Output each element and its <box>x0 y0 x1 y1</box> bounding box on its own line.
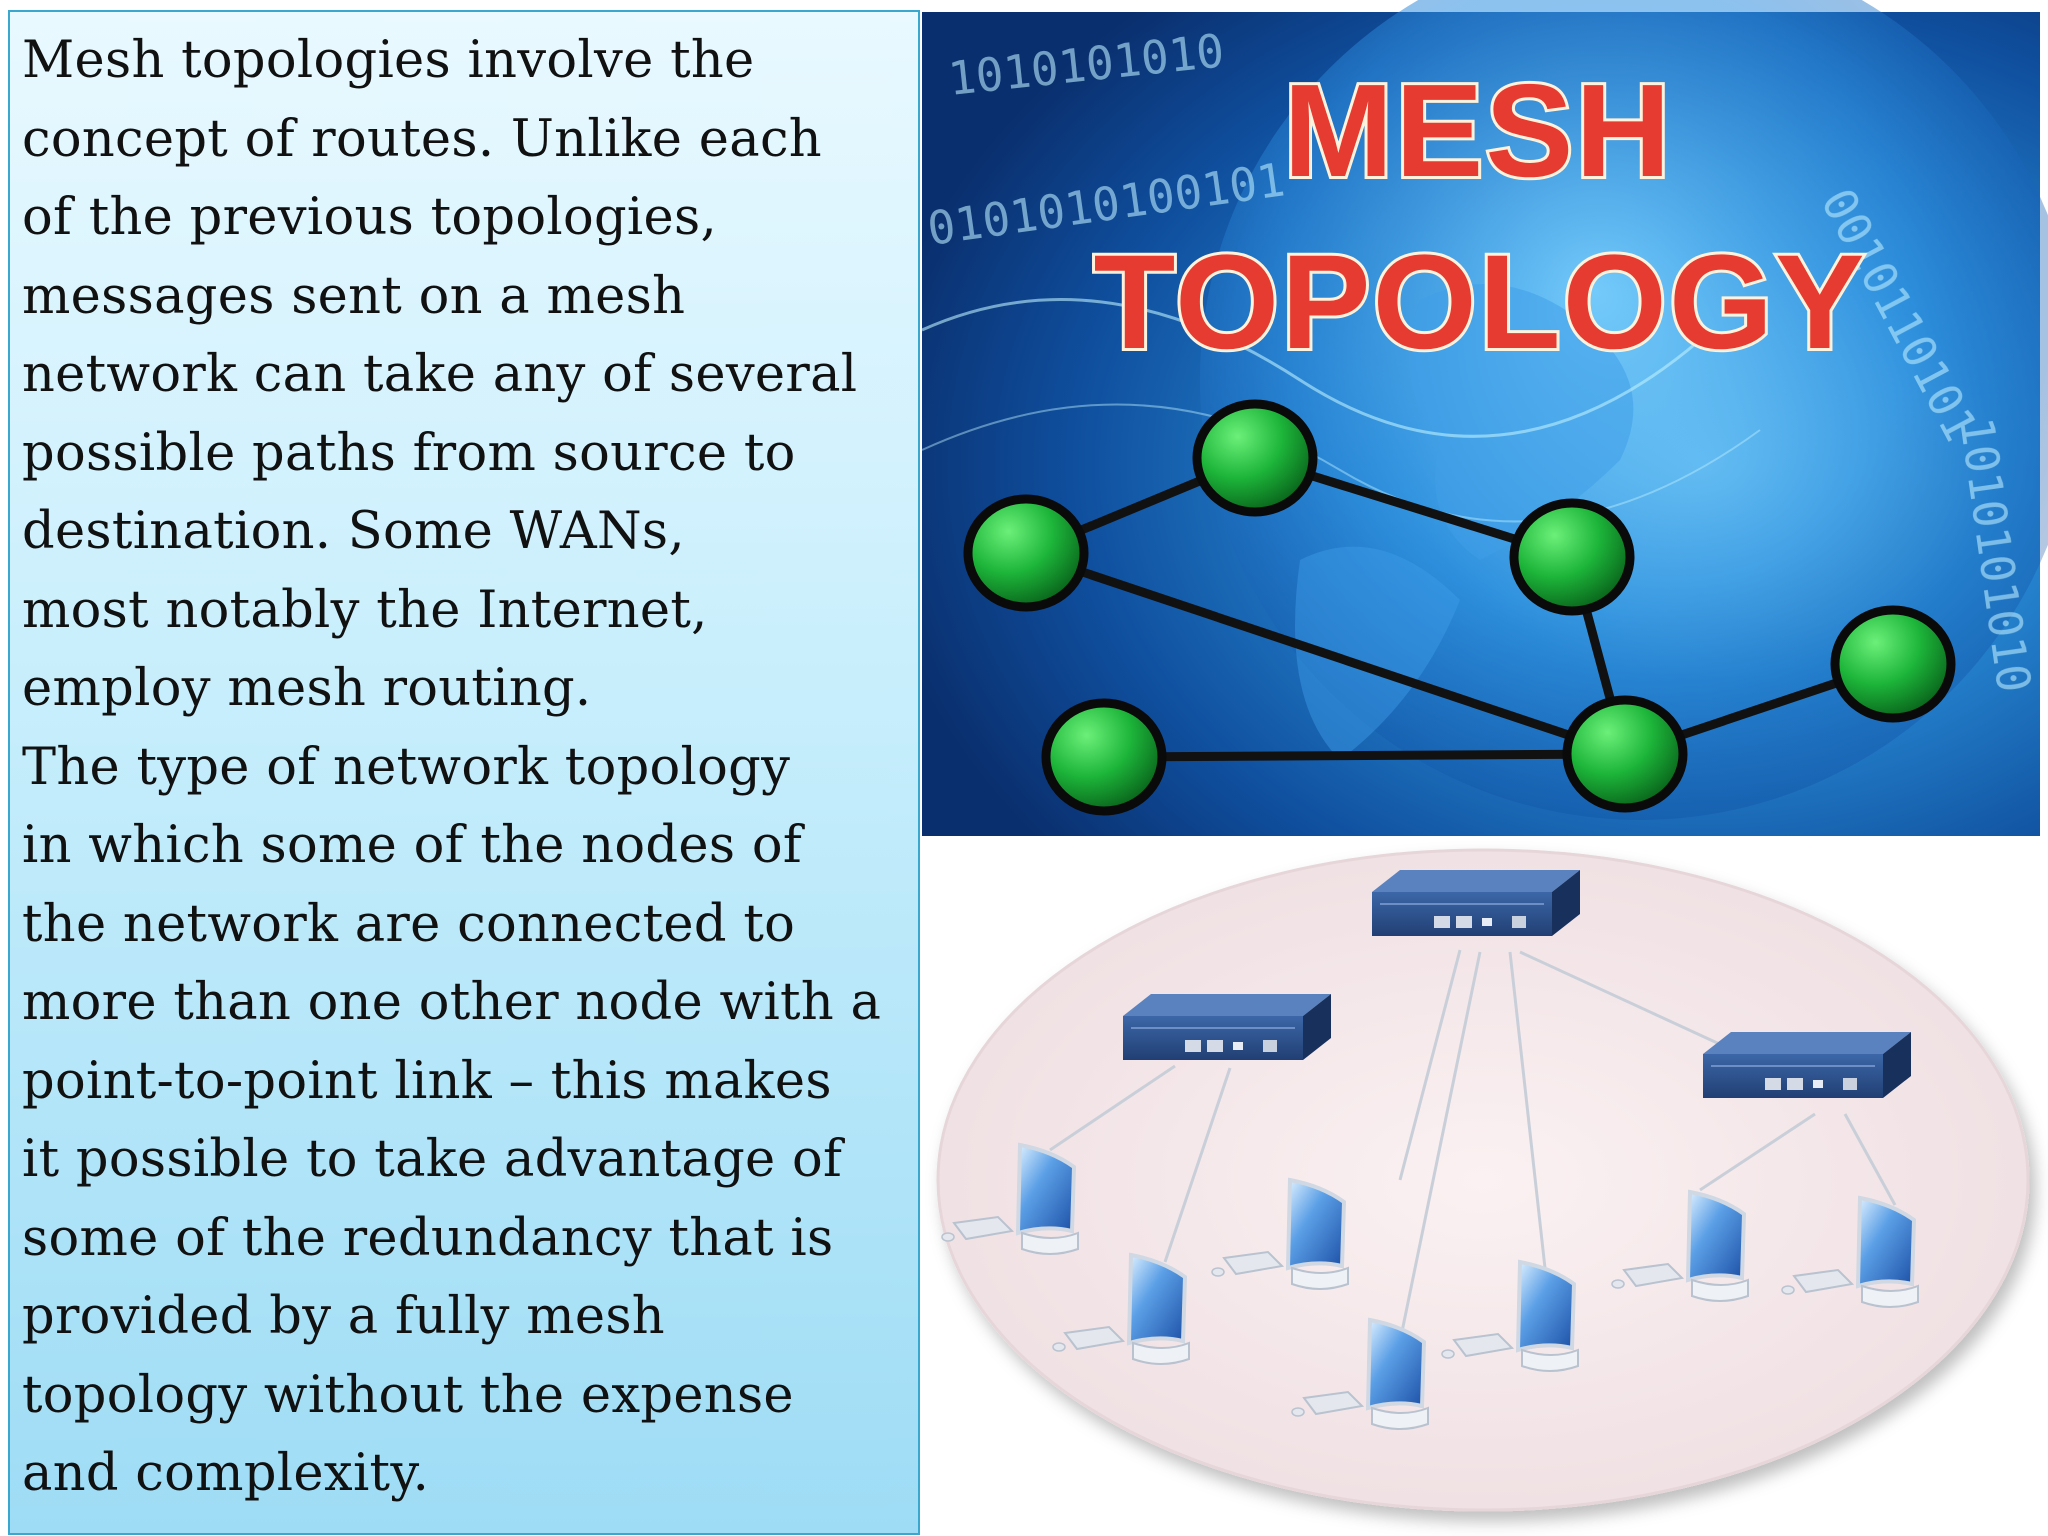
network-ellipse <box>936 848 2030 1512</box>
text-line: more than one other node with a <box>22 973 882 1032</box>
text-line: network can take any of several <box>22 345 858 404</box>
cable <box>1843 1113 1897 1206</box>
text-line: some of the redundancy that is <box>22 1208 834 1268</box>
text-line: possible paths from source to <box>22 423 796 483</box>
continent-shape <box>1295 546 1460 760</box>
switch-top <box>1371 869 1581 937</box>
title-line-topology: TOPOLOGY <box>1094 228 1867 377</box>
text-line: the network are connected to <box>22 894 796 954</box>
text-line: it possible to take advantage of <box>22 1130 843 1189</box>
paragraph-routes: Mesh topologies involve the concept of r… <box>22 22 904 729</box>
text-line: messages sent on a mesh <box>22 266 686 326</box>
mesh-node <box>1562 695 1688 813</box>
text-line: concept of routes. Unlike each <box>22 109 822 169</box>
text-line: provided by a fully mesh <box>22 1287 665 1346</box>
cable <box>1699 1112 1816 1192</box>
switch-left <box>1122 993 1332 1061</box>
text-line: most notably the Internet, <box>22 580 708 640</box>
text-line: point-to-point link – this makes <box>22 1051 832 1111</box>
paragraph-partial-mesh: The type of network topology in which so… <box>22 729 904 1514</box>
text-line: Mesh topologies involve the <box>22 31 755 90</box>
light-streak <box>921 403 1761 523</box>
mesh-node <box>1192 399 1318 517</box>
text-line: in which some of the nodes of <box>22 816 802 875</box>
network-illustration <box>936 848 2030 1512</box>
mesh-node <box>1830 605 1956 723</box>
mesh-node <box>963 494 1089 612</box>
cable <box>1388 951 1482 1391</box>
mesh-node <box>1509 498 1635 616</box>
cable <box>1163 1067 1232 1263</box>
mesh-link <box>1024 548 1627 759</box>
mesh-node <box>1041 698 1167 816</box>
mesh-link <box>1103 749 1626 762</box>
cable <box>1049 1064 1176 1152</box>
switch-right <box>1702 1031 1912 1099</box>
text-line: employ mesh routing. <box>22 659 592 718</box>
text-line: of the previous topologies, <box>22 188 717 247</box>
text-panel: Mesh topologies involve the concept of r… <box>8 10 920 1535</box>
text-line: destination. Some WANs, <box>22 502 685 561</box>
text-line: topology without the expense <box>22 1365 794 1425</box>
text-line: The type of network topology <box>22 737 791 797</box>
text-line: and complexity. <box>22 1444 430 1503</box>
continent-shape <box>1408 284 1634 560</box>
light-streak <box>921 298 1701 438</box>
cable <box>1398 949 1462 1181</box>
cable <box>1508 951 1547 1269</box>
title-line-mesh: MESH <box>1283 57 1672 204</box>
banner-illustration: 1010101010 0101010100101 0010110101 1010… <box>921 0 2048 836</box>
